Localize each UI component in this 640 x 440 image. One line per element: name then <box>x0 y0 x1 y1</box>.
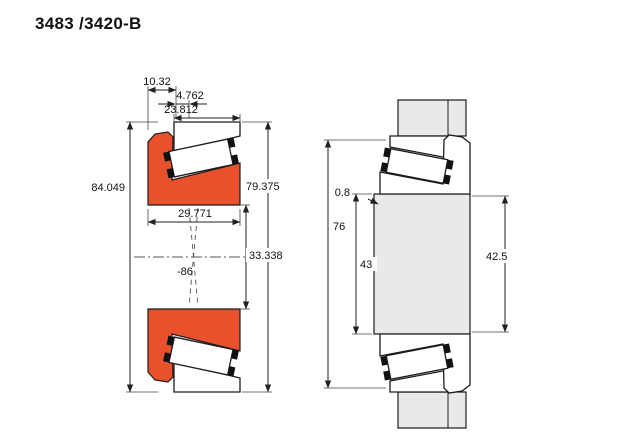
housing-top-block <box>397 99 467 137</box>
cup-top-section <box>173 121 241 153</box>
housing-bore-label: 76 <box>333 221 345 233</box>
centerline <box>134 207 254 307</box>
cone-bottom-section <box>147 308 241 383</box>
backing-diameter-label: 42.5 <box>486 251 507 263</box>
bore-label: -86 <box>177 266 193 278</box>
flange-diameter-label: 84.049 <box>91 182 125 194</box>
mount-roller-bottom <box>380 343 454 381</box>
face-offset-label: 10.32 <box>143 76 171 88</box>
housing-bottom-block <box>397 391 467 429</box>
drawing-title: 3483 /3420-B <box>35 14 142 33</box>
fillet-radius-label: 0.8 <box>335 187 350 199</box>
right-mounting-view: 0.8 76 43 42.5 <box>324 99 511 429</box>
outer-diameter-label: 79.375 <box>246 181 280 193</box>
right-dimension-lines <box>324 139 509 389</box>
fillet-leader <box>367 197 379 205</box>
left-bearing-view: 10.32 4.762 23.812 84.049 79.375 29.771 … <box>91 76 291 393</box>
mount-roller-top <box>380 147 454 185</box>
shaft-block <box>373 193 471 335</box>
cup-width-label: 23.812 <box>164 104 198 116</box>
roller-bottom <box>163 335 239 377</box>
roller-top <box>163 137 239 179</box>
cone-top-section <box>147 131 241 206</box>
shaft-shoulder-label: 43 <box>360 259 372 271</box>
assembly-width-label: 33.338 <box>249 250 283 262</box>
cone-width-label: 29.771 <box>178 208 212 220</box>
cup-bottom-section <box>173 361 241 393</box>
left-dimension-labels: 10.32 4.762 23.812 84.049 79.375 29.771 … <box>91 76 291 278</box>
rib-width-label: 4.762 <box>176 90 204 102</box>
right-dimension-labels: 0.8 76 43 42.5 <box>330 187 511 271</box>
